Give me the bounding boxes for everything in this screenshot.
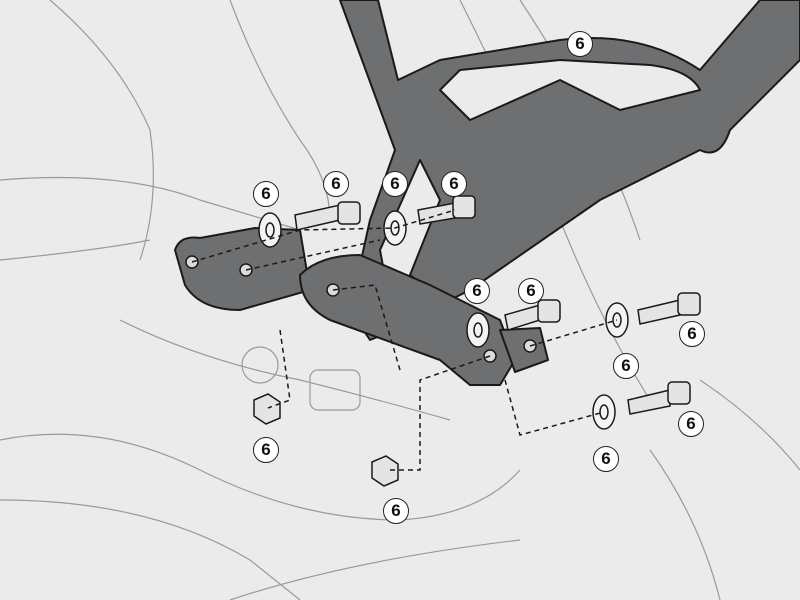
bolts (294, 195, 701, 415)
nuts (253, 393, 399, 487)
part-number-callout: 6 (567, 31, 593, 57)
part-number-callout: 6 (464, 278, 490, 304)
crash-bar-tube (339, 0, 800, 341)
part-number-callout: 6 (518, 278, 544, 304)
assembly-guide-lines (191, 209, 618, 471)
part-number-callout: 6 (323, 171, 349, 197)
part-number-callout: 6 (441, 171, 467, 197)
part-number-callout: 6 (253, 181, 279, 207)
part-number-callout: 6 (382, 171, 408, 197)
part-number-callout: 6 (679, 321, 705, 347)
part-number-callout: 6 (678, 411, 704, 437)
part-number-callout: 6 (383, 498, 409, 524)
part-number-callout: 6 (253, 437, 279, 463)
part-number-callout: 6 (613, 353, 639, 379)
part-number-callout: 6 (593, 446, 619, 472)
